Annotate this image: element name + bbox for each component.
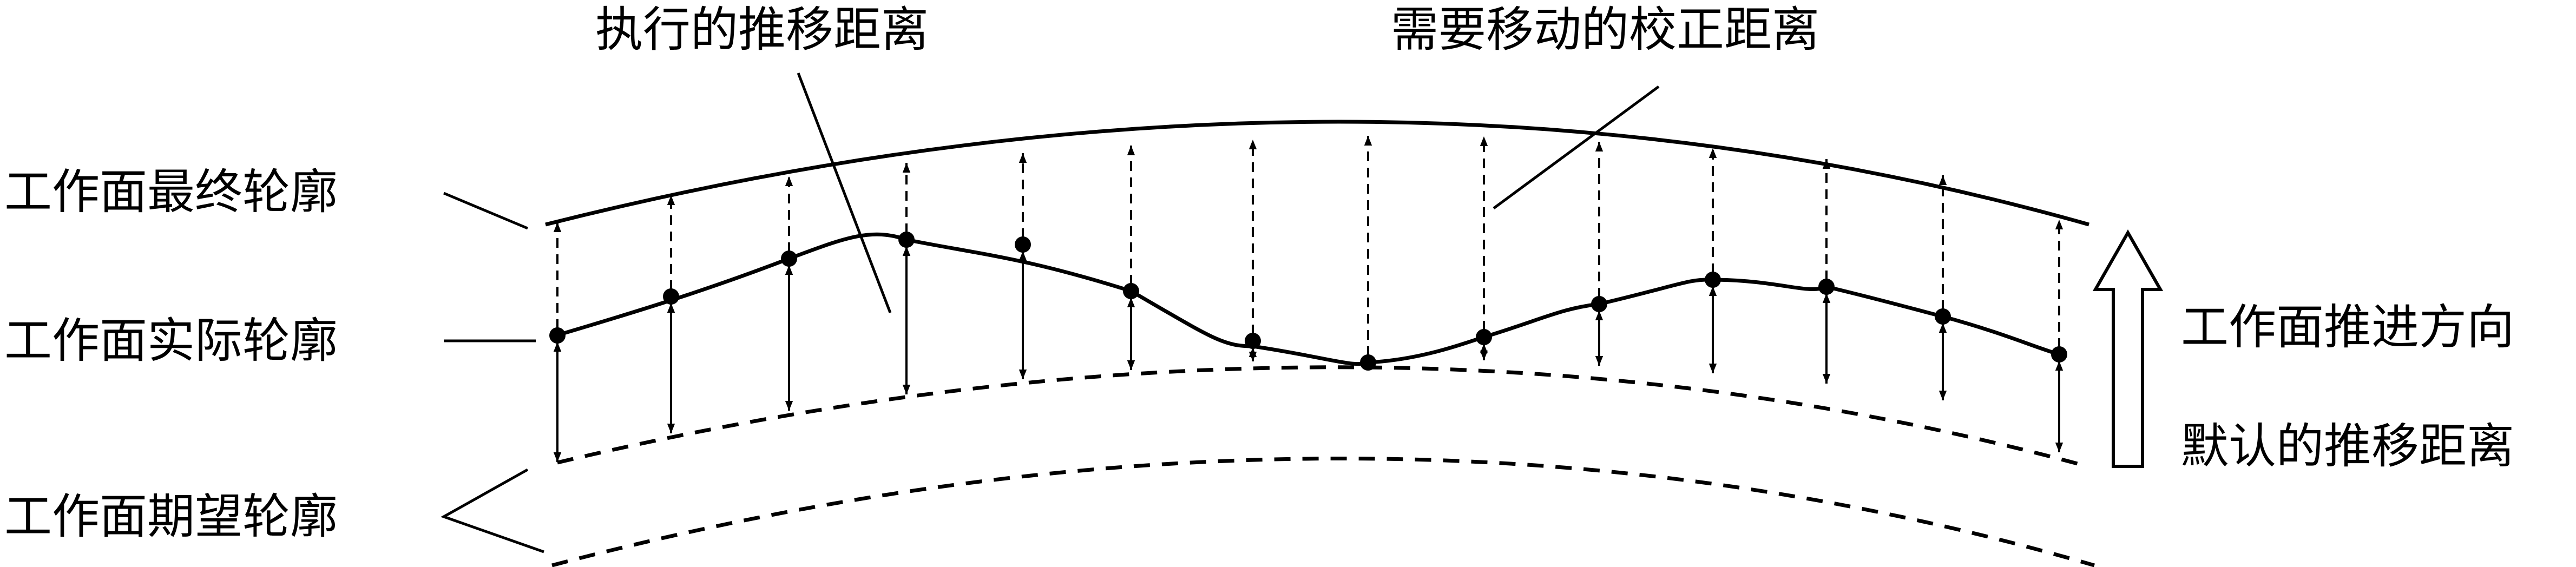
label-actual-profile: 工作面实际轮廓	[4, 313, 338, 368]
label-final-profile: 工作面最终轮廓	[4, 164, 338, 220]
leader-executed-push	[797, 72, 892, 313]
actual-profile-point	[1245, 333, 1261, 349]
leader-final-profile	[443, 192, 528, 230]
leader-expected-profile	[440, 468, 544, 553]
leader-needed-correction	[1493, 85, 1660, 210]
advance-direction-arrow-icon	[2092, 229, 2164, 468]
actual-profile-point	[1123, 283, 1139, 299]
actual-profile-point	[1705, 272, 1721, 288]
label-expected-profile: 工作面期望轮廓	[4, 489, 338, 544]
expected-profile-curve	[551, 457, 2095, 567]
actual-profile-point	[1015, 236, 1031, 253]
executed-push-arrows	[553, 246, 2064, 462]
actual-profile-curve	[556, 232, 2060, 366]
label-executed-push: 执行的推移距离	[595, 2, 929, 57]
default-offset-curve	[557, 365, 2084, 467]
actual-profile-point	[1591, 296, 1607, 312]
actual-profile-point	[1818, 279, 1835, 295]
actual-profile-points	[549, 232, 2067, 371]
actual-profile-point	[1935, 308, 1951, 325]
needed-correction-arrows	[553, 136, 2064, 356]
actual-profile-point	[781, 250, 797, 267]
actual-profile-point	[663, 288, 679, 305]
label-advance-direction: 工作面推进方向	[2181, 299, 2514, 355]
actual-profile-point	[1360, 354, 1376, 371]
actual-profile-point	[898, 232, 915, 248]
label-default-push: 默认的推移距离	[2181, 418, 2514, 474]
actual-profile-point	[549, 327, 566, 344]
actual-profile-point	[2051, 346, 2067, 362]
actual-profile-point	[1476, 329, 1492, 345]
label-needed-correction: 需要移动的校正距离	[1391, 2, 1819, 57]
final-profile-curve	[545, 120, 2089, 227]
